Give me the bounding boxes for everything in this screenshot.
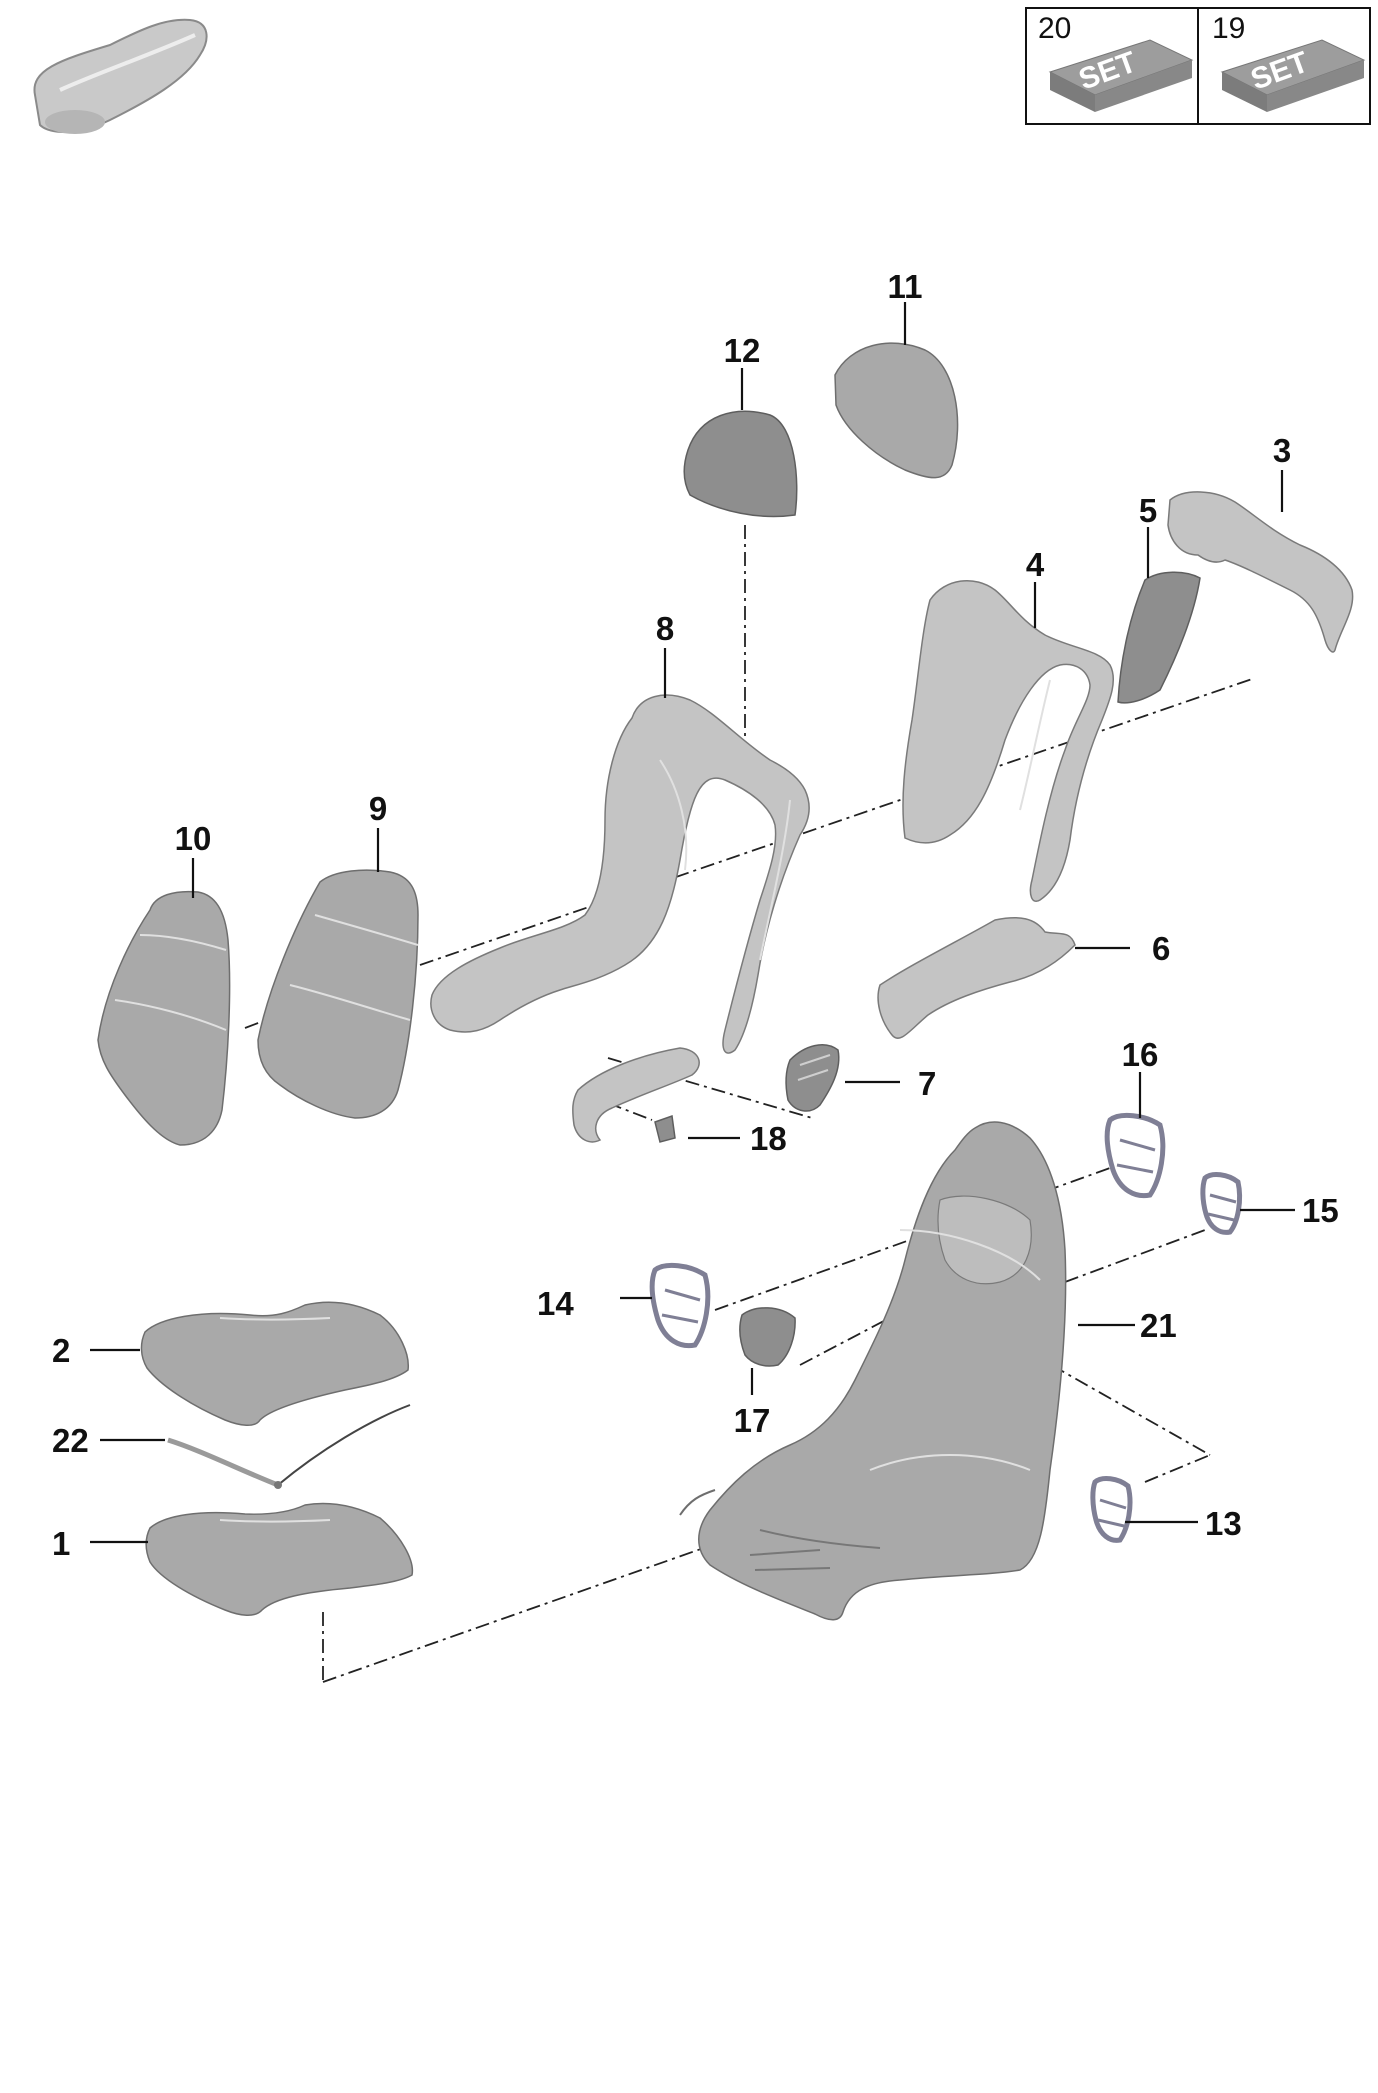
part-18-clip bbox=[654, 1114, 676, 1143]
callout-2: 2 bbox=[52, 1332, 70, 1369]
part-4-backrest-bolster bbox=[902, 579, 1114, 902]
callout-16: 16 bbox=[1122, 1036, 1159, 1073]
callout-7: 7 bbox=[918, 1065, 936, 1102]
part-3-top-trim bbox=[1167, 491, 1354, 653]
callout-17: 17 bbox=[734, 1402, 771, 1439]
callout-14: 14 bbox=[537, 1285, 574, 1322]
part-12-headrest-pad bbox=[683, 410, 798, 518]
part-21-seat-shell bbox=[679, 1121, 1067, 1621]
callout-15: 15 bbox=[1302, 1192, 1339, 1229]
callout-11: 11 bbox=[888, 268, 923, 305]
part-17-pad bbox=[739, 1307, 796, 1367]
callout-10: 10 bbox=[175, 820, 212, 857]
part-5-side-pad bbox=[1117, 571, 1201, 704]
callout-1: 1 bbox=[52, 1525, 70, 1562]
part-7-connector bbox=[785, 1044, 840, 1112]
part-15-frame bbox=[1200, 1172, 1243, 1235]
callout-21: 21 bbox=[1140, 1307, 1177, 1344]
part-22-wire bbox=[167, 1404, 411, 1489]
part-10-backrest-cushion bbox=[97, 890, 231, 1146]
car-thumbnail-icon bbox=[33, 18, 208, 134]
part-1-seat-cushion bbox=[145, 1502, 414, 1616]
part-14-frame bbox=[649, 1262, 711, 1349]
part-2-seat-cushion bbox=[140, 1301, 409, 1426]
callout-5: 5 bbox=[1139, 492, 1157, 529]
callout-13: 13 bbox=[1205, 1505, 1242, 1542]
part-11-headrest-cover bbox=[834, 342, 959, 479]
set-box-19: 19 SET bbox=[1212, 12, 1366, 112]
callout-12: 12 bbox=[724, 332, 761, 369]
callout-22: 22 bbox=[52, 1422, 89, 1459]
part-8-backrest-bolster bbox=[430, 694, 810, 1054]
callout-8: 8 bbox=[656, 610, 674, 647]
part-6-side-trim bbox=[877, 917, 1076, 1039]
callout-6: 6 bbox=[1152, 930, 1170, 967]
part-13-frame bbox=[1090, 1476, 1133, 1543]
set-box-number: 20 bbox=[1038, 12, 1071, 45]
part-18-side-piece bbox=[572, 1047, 700, 1143]
part-16-frame bbox=[1104, 1112, 1166, 1199]
callout-3: 3 bbox=[1273, 432, 1291, 469]
callout-9: 9 bbox=[369, 790, 387, 827]
set-box-number: 19 bbox=[1212, 12, 1245, 45]
callout-labels: 11 12 3 5 4 8 9 10 6 7 18 16 15 14 21 17… bbox=[52, 268, 1339, 1562]
leader-lines bbox=[90, 302, 1295, 1544]
callout-4: 4 bbox=[1026, 546, 1045, 583]
callout-18: 18 bbox=[750, 1120, 787, 1157]
part-9-backrest-cushion bbox=[257, 869, 419, 1119]
set-box-group: 20 SET 19 SET bbox=[1025, 7, 1371, 125]
